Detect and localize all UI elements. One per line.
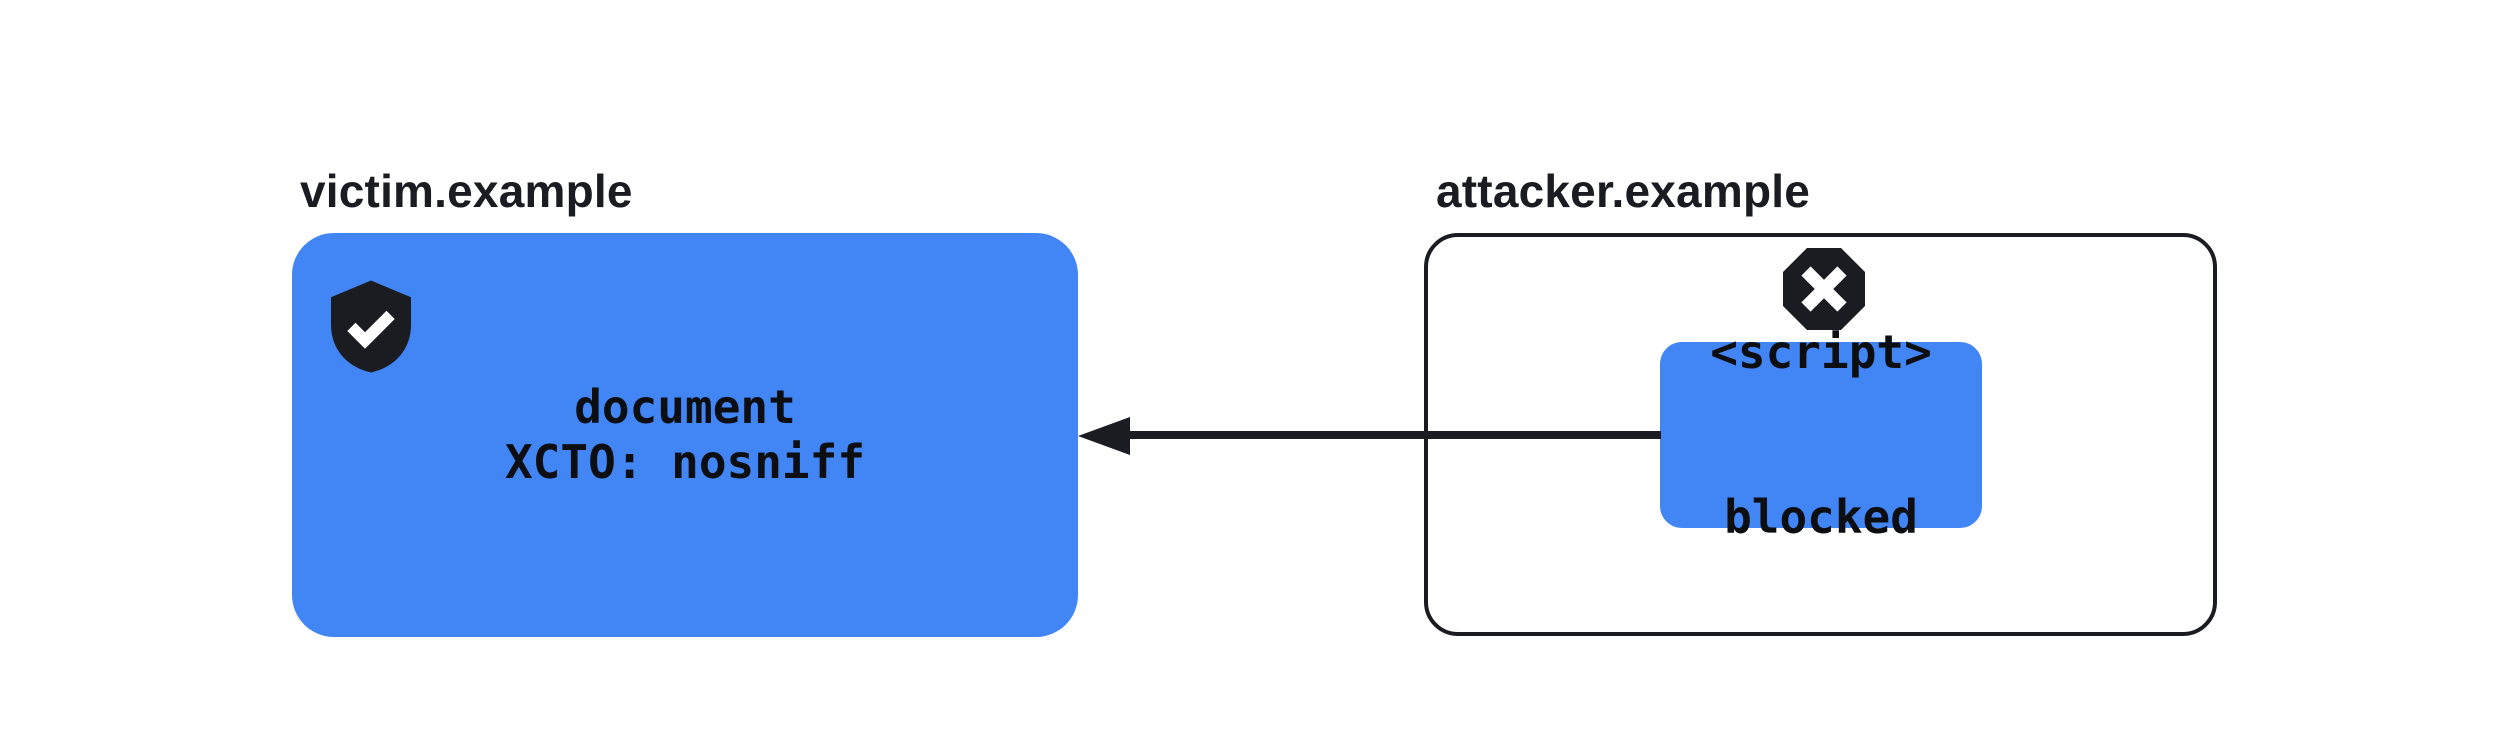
script-tag-line: <script> (1710, 325, 1932, 379)
octagon-x-icon (1783, 248, 1865, 330)
blocked-line: blocked (1724, 490, 1918, 544)
attacker-domain-label: attacker.example (1436, 165, 1811, 217)
script-blocked-box: <script> blocked (1660, 325, 1982, 544)
blocked-response-arrow-head-icon (1078, 417, 1130, 455)
document-line: document (574, 380, 796, 434)
xcto-nosniff-line: XCTO: nosniff (504, 435, 866, 489)
victim-box-text: document XCTO: nosniff (292, 233, 1078, 637)
shield-check-icon (331, 278, 411, 375)
blocked-response-arrow-shaft (1124, 431, 1661, 439)
script-box-text: <script> blocked (1710, 215, 1932, 655)
victim-document-box: document XCTO: nosniff (292, 233, 1078, 637)
victim-domain-label: victim.example (300, 165, 633, 217)
